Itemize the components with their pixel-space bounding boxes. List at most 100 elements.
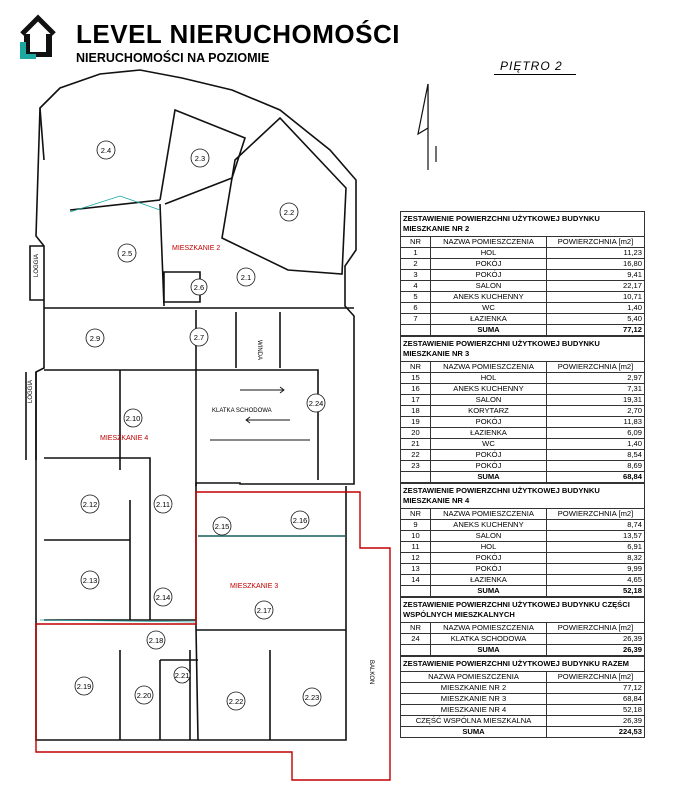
cell-area: 2,97 [546,372,645,384]
cell-nr: 15 [400,372,431,384]
cell-name: POKÓJ [430,416,547,428]
column-header: NAZWA POMIESZCZENIA [400,671,547,683]
cell-nr: 7 [400,313,431,325]
floor-label: PIĘTRO 2 [500,59,563,73]
cell-area: 1,40 [546,302,645,314]
room-2-13: 2.13 [83,576,98,585]
cell-nr: 23 [400,460,431,472]
room-2-7: 2.7 [194,333,204,342]
cell-nr: 20 [400,427,431,439]
room-2-2: 2.2 [284,208,294,217]
cell-name: ANEKS KUCHENNY [430,383,547,395]
cell-name: POKÓJ [430,460,547,472]
cell-name: MIESZKANIE NR 4 [400,704,547,716]
table-title: ZESTAWIENIE POWIERZCHNI UŻYTKOWEJ BUDYNK… [400,483,645,509]
room-2-16: 2.16 [293,516,308,525]
cell-name: KLATKA SCHODOWA [430,633,547,645]
cell-nr: 3 [400,269,431,281]
table-apartment-2: ZESTAWIENIE POWIERZCHNI UŻYTKOWEJ BUDYNK… [400,211,645,336]
cell-name: KORYTARZ [430,405,547,417]
sum-value: 68,84 [546,471,645,483]
room-2-5: 2.5 [122,249,132,258]
table-common-areas: ZESTAWIENIE POWIERZCHNI UŻYTKOWEJ BUDYNK… [400,597,645,656]
cell-name: HOL [430,372,547,384]
column-header: POWIERZCHNIA [m2] [545,671,646,683]
room-2-3: 2.3 [195,154,205,163]
apartment-2-label: MIESZKANIE 2 [172,245,220,252]
cell-name: MIESZKANIE NR 2 [400,682,547,694]
cell-name: WC [430,438,547,450]
column-header: NAZWA POMIESZCZENIA [430,236,547,248]
sum-value: 224,53 [545,726,646,738]
balcony-label: BALKON [368,660,374,684]
room-2-18: 2.18 [149,636,164,645]
column-header: NAZWA POMIESZCZENIA [430,361,547,373]
cell-name: ANEKS KUCHENNY [430,519,547,531]
cell-name: POKÓJ [430,552,547,564]
column-header: POWIERZCHNIA [m2] [546,236,645,248]
cell-nr: 17 [400,394,431,406]
cell-area: 10,71 [546,291,645,303]
room-2-6: 2.6 [194,283,204,292]
table-title: ZESTAWIENIE POWIERZCHNI UŻYTKOWEJ BUDYNK… [400,336,645,362]
room-2-24: 2.24 [309,399,324,408]
cell-nr: 2 [400,258,431,270]
cell-nr: 10 [400,530,431,542]
column-header: NR [400,236,431,248]
cell-area: 11,23 [546,247,645,259]
cell-nr: 16 [400,383,431,395]
cell-area: 8,74 [546,519,645,531]
cell-area: 77,12 [545,682,646,694]
cell-nr: 21 [400,438,431,450]
cell-name: WC [430,302,547,314]
sum-label: SUMA [400,726,547,738]
elevator-label: WINDA [256,340,262,360]
cell-area: 1,40 [546,438,645,450]
loggia-bottom-label: LOGGIA [28,380,34,403]
sum-label: SUMA [430,324,547,336]
cell-name: SALON [430,394,547,406]
area-tables: ZESTAWIENIE POWIERZCHNI UŻYTKOWEJ BUDYNK… [399,211,646,738]
loggia-top-label: LOGGIA [34,254,40,277]
cell-area: 68,84 [545,693,646,705]
column-header: POWIERZCHNIA [m2] [546,361,645,373]
room-2-20: 2.20 [137,691,152,700]
table-total: ZESTAWIENIE POWIERZCHNI UŻYTKOWEJ BUDYNK… [399,656,646,738]
cell-area: 9,41 [546,269,645,281]
cell-nr: 18 [400,405,431,417]
north-arrow-icon [417,83,437,170]
cell-area: 6,91 [546,541,645,553]
cell-name: SALON [430,280,547,292]
sum-label: SUMA [430,644,547,656]
room-2-1: 2.1 [241,273,251,282]
column-header: NR [400,361,431,373]
cell-nr: 4 [400,280,431,292]
room-2-4: 2.4 [101,146,111,155]
stairs-label: KLATKA SCHODOWA [212,408,272,414]
cell-area: 8,32 [546,552,645,564]
cell-area: 2,70 [546,405,645,417]
cell-area: 8,54 [546,449,645,461]
cell-area: 11,83 [546,416,645,428]
cell-name: HOL [430,247,547,259]
column-header: NAZWA POMIESZCZENIA [430,622,547,634]
column-header: POWIERZCHNIA [m2] [546,622,645,634]
sum-label: SUMA [430,585,547,597]
cell-area: 26,39 [546,633,645,645]
cell-name: CZĘŚĆ WSPÓLNA MIESZKALNA [400,715,547,727]
